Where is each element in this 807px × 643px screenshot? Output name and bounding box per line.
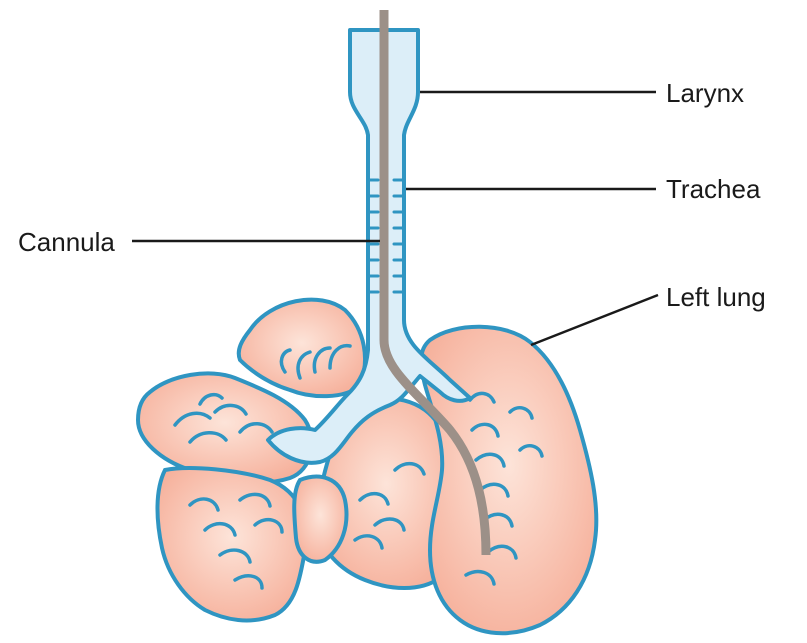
left-lung (421, 327, 596, 633)
right-upper-lobe (239, 300, 365, 397)
trachea-label: Trachea (666, 176, 760, 202)
left-lung-leader (531, 295, 658, 345)
left-lung-label: Left lung (666, 284, 766, 310)
cannula-label: Cannula (18, 229, 115, 255)
right-lower-lobe (157, 468, 306, 620)
larynx-label: Larynx (666, 80, 744, 106)
